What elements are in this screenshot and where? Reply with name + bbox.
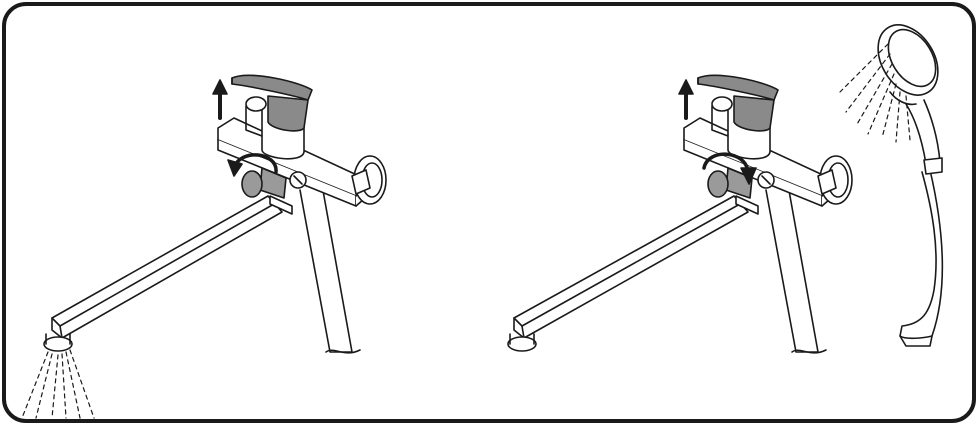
body-screw [290,172,306,188]
body-screw [758,172,774,188]
frame-border [4,4,974,421]
